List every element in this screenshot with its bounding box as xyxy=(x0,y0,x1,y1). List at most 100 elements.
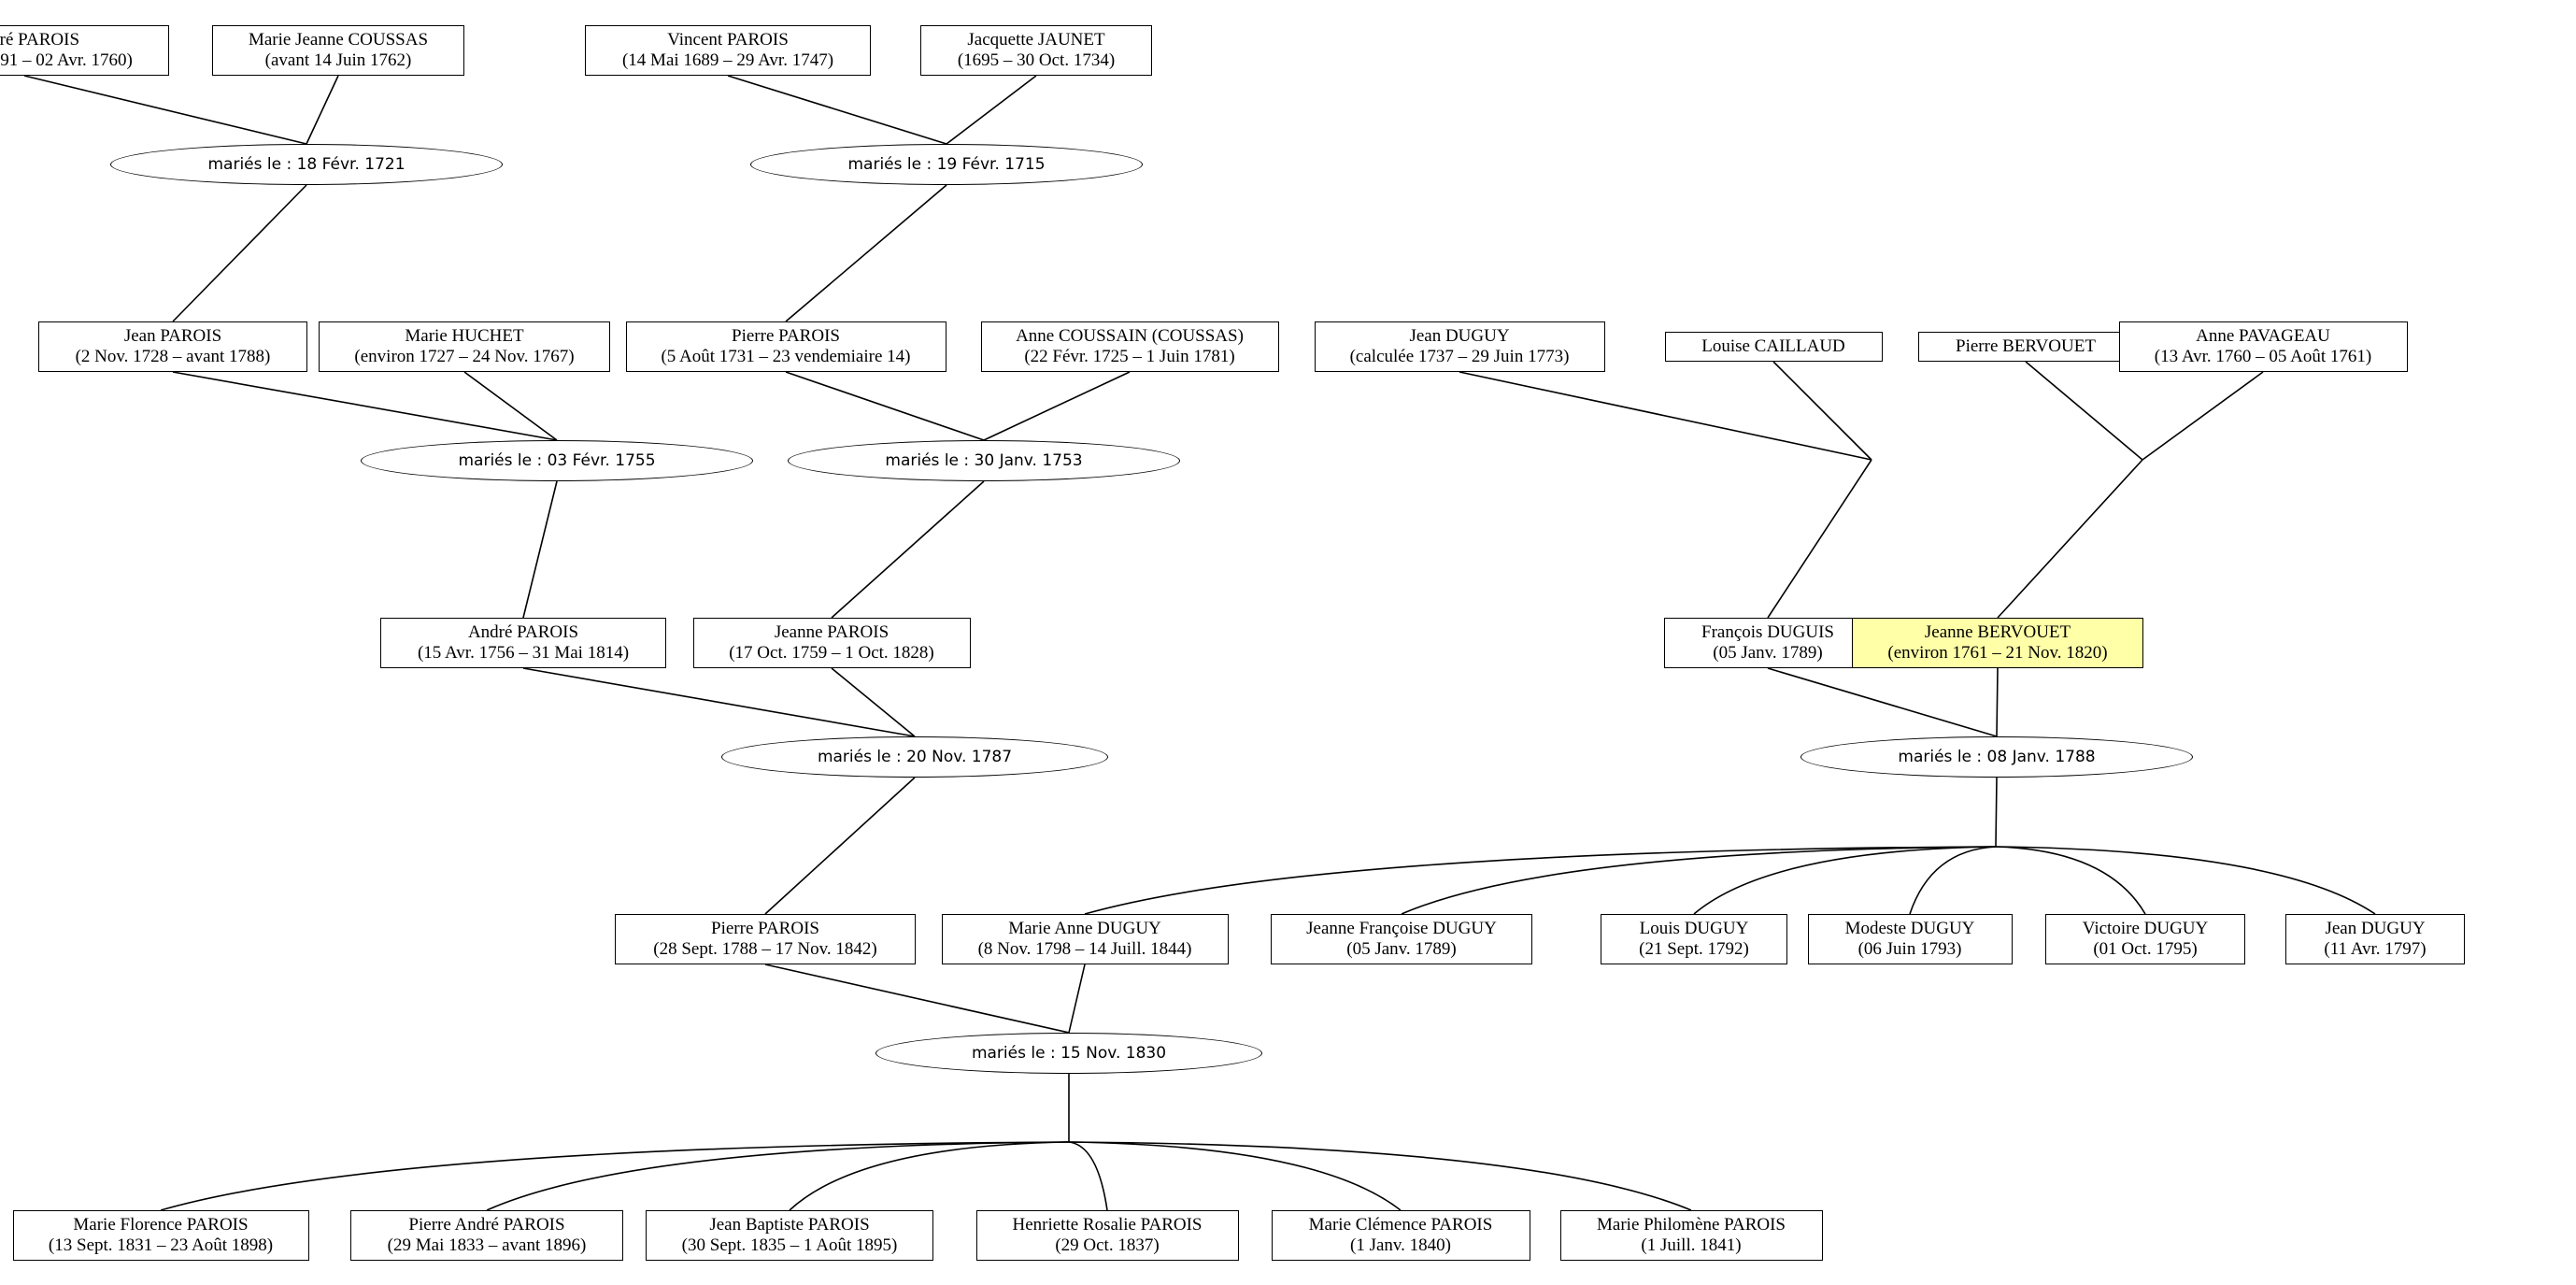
person-name: Pierre PAROIS xyxy=(711,919,819,938)
person-box-p1[interactable]: André PAROIS(22 Nov. 1691 – 02 Avr. 1760… xyxy=(0,25,169,76)
edge-m2-p7 xyxy=(785,184,947,322)
edge-m6-fan xyxy=(1995,777,1998,848)
person-name: Louis DUGUY xyxy=(1639,919,1749,938)
edge-p18-m7 xyxy=(1068,964,1086,1034)
marriage-node-m2[interactable]: mariés le : 19 Févr. 1715 xyxy=(750,144,1143,185)
person-box-p25[interactable]: Pierre André PAROIS(29 Mai 1833 – avant … xyxy=(350,1210,623,1261)
edge-p7-m4 xyxy=(785,371,985,441)
person-box-p22[interactable]: Victoire DUGUY(01 Oct. 1795) xyxy=(2045,914,2245,964)
edge-p12-junction xyxy=(2142,371,2264,461)
person-dates: (1 Juill. 1841) xyxy=(1641,1235,1742,1255)
person-name: Jacquette JAUNET xyxy=(967,30,1105,50)
edge-p5-m3 xyxy=(172,371,558,441)
edge-p10-junction xyxy=(1772,361,1872,461)
edge-p16-m6 xyxy=(1996,667,1999,737)
edge-m6-p19 xyxy=(1401,846,1997,915)
person-name: Marie Florence PAROIS xyxy=(73,1215,249,1235)
person-name: Jean DUGUY xyxy=(2325,919,2426,938)
person-box-p7[interactable]: Pierre PAROIS(5 Août 1731 – 23 vendemiai… xyxy=(625,321,946,372)
person-name: Henriette Rosalie PAROIS xyxy=(1012,1215,1203,1235)
person-box-p3[interactable]: Vincent PAROIS(14 Mai 1689 – 29 Avr. 174… xyxy=(585,25,871,76)
edge-m7-p27 xyxy=(1068,1141,1108,1211)
person-box-p27[interactable]: Henriette Rosalie PAROIS(29 Oct. 1837) xyxy=(975,1210,1239,1261)
person-box-p10[interactable]: Louise CAILLAUD xyxy=(1664,332,1883,362)
edge-p17-m7 xyxy=(764,964,1070,1034)
person-box-p24[interactable]: Marie Florence PAROIS(13 Sept. 1831 – 23… xyxy=(12,1210,309,1261)
marriage-label: mariés le : 19 Févr. 1715 xyxy=(847,155,1046,174)
marriage-node-m5[interactable]: mariés le : 20 Nov. 1787 xyxy=(721,736,1108,778)
person-box-p2[interactable]: Marie Jeanne COUSSAS(avant 14 Juin 1762) xyxy=(212,25,464,76)
person-dates: (2 Nov. 1728 – avant 1788) xyxy=(75,347,271,366)
person-name: Jeanne BERVOUET xyxy=(1924,622,2071,642)
person-box-p8[interactable]: Anne COUSSAIN (COUSSAS)(22 Févr. 1725 – … xyxy=(980,321,1279,372)
person-name: Marie Philomène PAROIS xyxy=(1597,1215,1786,1235)
edge-p3-m2 xyxy=(727,75,947,145)
edge-m7-p26 xyxy=(789,1141,1070,1211)
person-dates: (21 Sept. 1792) xyxy=(1639,939,1749,959)
person-dates: (15 Avr. 1756 – 31 Mai 1814) xyxy=(417,643,630,663)
edge-p11-junction xyxy=(2025,361,2143,461)
person-name: Jean Baptiste PAROIS xyxy=(709,1215,870,1235)
edge-p8-m4 xyxy=(983,371,1131,441)
person-box-p16[interactable]: Jeanne BERVOUET(environ 1761 – 21 Nov. 1… xyxy=(1852,618,2143,668)
person-name: François DUGUIS xyxy=(1701,622,1834,642)
person-box-p4[interactable]: Jacquette JAUNET(1695 – 30 Oct. 1734) xyxy=(920,25,1152,76)
person-box-p28[interactable]: Marie Clémence PAROIS(1 Janv. 1840) xyxy=(1271,1210,1530,1261)
marriage-node-m3[interactable]: mariés le : 03 Févr. 1755 xyxy=(361,440,753,481)
edge-junction-p16 xyxy=(1997,459,2143,619)
person-box-p18[interactable]: Marie Anne DUGUY(8 Nov. 1798 – 14 Juill.… xyxy=(941,914,1229,964)
person-dates: (8 Nov. 1798 – 14 Juill. 1844) xyxy=(977,939,1192,959)
person-name: Modeste DUGUY xyxy=(1844,919,1975,938)
person-name: Victoire DUGUY xyxy=(2082,919,2209,938)
person-box-p12[interactable]: Anne PAVAGEAU(13 Avr. 1760 – 05 Août 176… xyxy=(2118,321,2408,372)
edge-p1-m1 xyxy=(23,75,307,145)
person-name: Jeanne Françoise DUGUY xyxy=(1306,919,1497,938)
person-box-p15[interactable]: François DUGUIS(05 Janv. 1789) xyxy=(1664,618,1872,668)
person-name: Marie HUCHET xyxy=(405,326,524,346)
person-name: Anne COUSSAIN (COUSSAS) xyxy=(1016,326,1244,346)
person-dates: (17 Oct. 1759 – 1 Oct. 1828) xyxy=(729,643,934,663)
person-name: André PAROIS xyxy=(0,30,80,50)
person-box-p9[interactable]: Jean DUGUY(calculée 1737 – 29 Juin 1773) xyxy=(1314,321,1605,372)
marriage-node-m1[interactable]: mariés le : 18 Févr. 1721 xyxy=(110,144,503,185)
person-dates: (calculée 1737 – 29 Juin 1773) xyxy=(1349,347,1570,366)
edge-junction-p15 xyxy=(1767,459,1872,619)
marriage-node-m7[interactable]: mariés le : 15 Nov. 1830 xyxy=(875,1033,1262,1074)
person-box-p6[interactable]: Marie HUCHET(environ 1727 – 24 Nov. 1767… xyxy=(319,321,610,372)
person-box-p14[interactable]: Jeanne PAROIS(17 Oct. 1759 – 1 Oct. 1828… xyxy=(692,618,971,668)
edge-m6-p20 xyxy=(1693,846,1997,915)
person-dates: (avant 14 Juin 1762) xyxy=(264,50,412,70)
person-name: André PAROIS xyxy=(467,622,579,642)
person-box-p26[interactable]: Jean Baptiste PAROIS(30 Sept. 1835 – 1 A… xyxy=(646,1210,933,1261)
marriage-node-m6[interactable]: mariés le : 08 Janv. 1788 xyxy=(1800,736,2193,778)
person-name: Pierre PAROIS xyxy=(732,326,840,346)
person-box-p17[interactable]: Pierre PAROIS(28 Sept. 1788 – 17 Nov. 18… xyxy=(615,914,916,964)
person-box-p29[interactable]: Marie Philomène PAROIS(1 Juill. 1841) xyxy=(1559,1210,1823,1261)
edge-m7-p24 xyxy=(160,1141,1070,1211)
person-box-p23[interactable]: Jean DUGUY(11 Avr. 1797) xyxy=(2285,914,2465,964)
person-dates: (13 Avr. 1760 – 05 Août 1761) xyxy=(2154,347,2372,366)
person-dates: (22 Févr. 1725 – 1 Juin 1781) xyxy=(1024,347,1235,366)
edge-m7-p25 xyxy=(486,1141,1070,1211)
marriage-label: mariés le : 08 Janv. 1788 xyxy=(1898,748,2096,766)
person-dates: (environ 1761 – 21 Nov. 1820) xyxy=(1887,643,2108,663)
marriage-node-m4[interactable]: mariés le : 30 Janv. 1753 xyxy=(788,440,1180,481)
edge-m1-p5 xyxy=(172,184,307,322)
edge-m6-p23 xyxy=(1995,846,2376,915)
person-box-p20[interactable]: Louis DUGUY(21 Sept. 1792) xyxy=(1601,914,1787,964)
marriage-label: mariés le : 30 Janv. 1753 xyxy=(885,451,1083,470)
person-box-p5[interactable]: Jean PAROIS(2 Nov. 1728 – avant 1788) xyxy=(38,321,307,372)
person-box-p13[interactable]: André PAROIS(15 Avr. 1756 – 31 Mai 1814) xyxy=(380,618,666,668)
edge-m5-p17 xyxy=(764,777,916,915)
person-box-p11[interactable]: Pierre BERVOUET xyxy=(1918,332,2133,362)
person-name: Marie Jeanne COUSSAS xyxy=(248,30,429,50)
person-name: Jean DUGUY xyxy=(1409,326,1510,346)
marriage-label: mariés le : 15 Nov. 1830 xyxy=(971,1044,1167,1063)
person-box-p21[interactable]: Modeste DUGUY(06 Juin 1793) xyxy=(1807,914,2013,964)
person-name: Pierre André PAROIS xyxy=(408,1215,565,1235)
person-name: Anne PAVAGEAU xyxy=(2196,326,2330,346)
person-box-p19[interactable]: Jeanne Françoise DUGUY(05 Janv. 1789) xyxy=(1271,914,1532,964)
person-dates: (01 Oct. 1795) xyxy=(2093,939,2198,959)
